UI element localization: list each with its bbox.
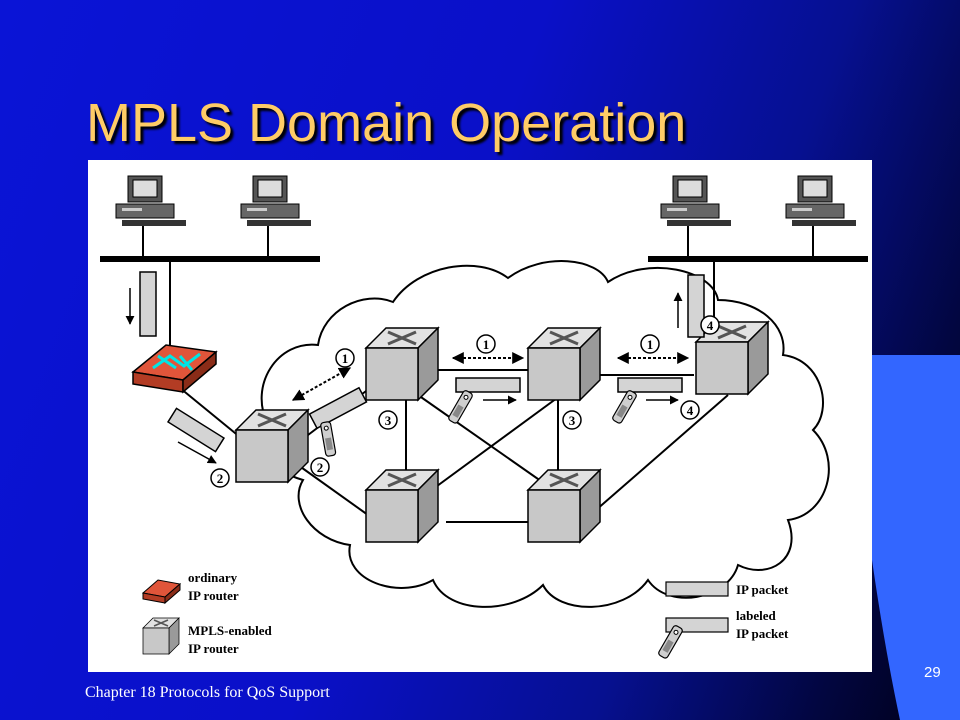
labeled-packet (447, 377, 521, 425)
step-marker: 2 (310, 457, 330, 477)
left-lan-bus (100, 256, 320, 262)
right-lan-bus (648, 256, 868, 262)
mpls-router-icon (526, 326, 602, 402)
svg-text:2: 2 (217, 471, 224, 486)
step-marker: 1 (476, 334, 496, 354)
svg-text:3: 3 (569, 413, 576, 428)
host-computer-icon (660, 175, 732, 227)
svg-text:4: 4 (707, 318, 714, 333)
step-marker: 1 (640, 334, 660, 354)
slide-title: MPLS Domain Operation (86, 93, 687, 153)
legend-ordinary-line1: ordinary (188, 570, 238, 585)
legend-mpls-router-icon (142, 617, 180, 655)
label-exchange-arrow (291, 367, 352, 401)
step-marker: 1 (335, 348, 355, 368)
labeled-packet (611, 377, 683, 425)
slide-footer: Chapter 18 Protocols for QoS Support (85, 684, 330, 701)
mpls-router-icon (364, 326, 440, 402)
svg-text:3: 3 (385, 413, 392, 428)
host-computer-icon (785, 175, 857, 227)
legend-labeled-line1: labeled (736, 608, 776, 623)
mpls-router-icon (364, 468, 440, 544)
legend-ordinary-line2: IP router (188, 588, 239, 603)
legend-ip-packet (665, 581, 729, 597)
ip-packet (166, 407, 226, 453)
legend-ip-packet-label: IP packet (736, 582, 789, 597)
svg-text:1: 1 (483, 337, 490, 352)
ip-packet (139, 271, 157, 337)
host-computer-icon (240, 175, 312, 227)
legend-ordinary-router-icon (141, 579, 182, 605)
legend-mpls-line2: IP router (188, 641, 239, 656)
svg-text:2: 2 (317, 460, 324, 475)
step-marker: 3 (378, 410, 398, 430)
mpls-diagram-svg: 1 1 1 2 2 3 3 4 4 ordinary IP router MPL… (100, 175, 868, 660)
step-marker: 4 (680, 400, 700, 420)
mpls-domain-cloud (260, 260, 830, 608)
legend: ordinary IP router MPLS-enabled IP route… (141, 570, 789, 660)
svg-text:1: 1 (647, 337, 654, 352)
legend-mpls-line1: MPLS-enabled (188, 623, 273, 638)
labeled-packet (308, 386, 368, 458)
mpls-router-icon (526, 468, 602, 544)
mpls-diagram: 1 1 1 2 2 3 3 4 4 ordinary IP router MPL… (88, 160, 872, 672)
svg-text:1: 1 (342, 351, 349, 366)
mpls-router-icon (234, 408, 310, 484)
step-marker: 3 (562, 410, 582, 430)
ip-packet (687, 274, 705, 338)
legend-labeled-line2: IP packet (736, 626, 789, 641)
page-number: 29 (924, 664, 941, 681)
svg-text:4: 4 (687, 403, 694, 418)
step-marker: 4 (700, 315, 720, 335)
ordinary-router-icon (131, 344, 218, 394)
host-computer-icon (115, 175, 187, 227)
step-marker: 2 (210, 468, 230, 488)
